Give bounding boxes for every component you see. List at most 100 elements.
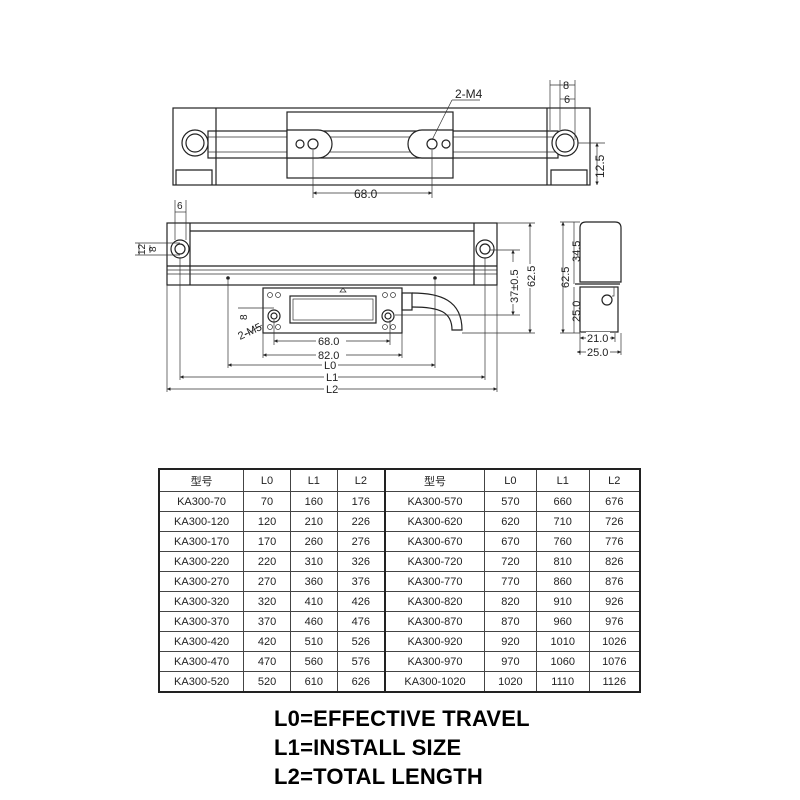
cell-l2: 826 xyxy=(588,551,641,572)
cell-model: KA300-970 xyxy=(383,651,486,672)
cell-l1: 560 xyxy=(289,651,338,672)
cell-l1: 410 xyxy=(289,591,338,612)
dim-34-5: 34.5 xyxy=(571,241,583,262)
cell-l1: 610 xyxy=(289,671,338,693)
cell-l0: 720 xyxy=(484,551,537,572)
header-l1: L1 xyxy=(289,468,338,492)
cell-model: KA300-1020 xyxy=(383,671,486,693)
dim-l1: L1 xyxy=(326,372,338,384)
dim-l2: L2 xyxy=(326,384,338,396)
cell-l0: 970 xyxy=(484,651,537,672)
cell-l2: 226 xyxy=(336,511,386,532)
legend-l1: L1=INSTALL SIZE xyxy=(274,735,462,760)
cell-l2: 1126 xyxy=(588,671,641,693)
cell-l2: 276 xyxy=(336,531,386,552)
dim-62-5-side: 62.5 xyxy=(560,267,572,288)
side-view: 62.5 34.5 25.0 21.0 25.0 xyxy=(560,221,622,359)
cell-l1: 210 xyxy=(289,511,338,532)
header-l0: L0 xyxy=(243,468,291,492)
cell-model: KA300-870 xyxy=(383,611,486,632)
cell-l2: 776 xyxy=(588,531,641,552)
header-l0: L0 xyxy=(484,468,537,492)
front-view: 6 12 8 8 2-M5 68.0 82.0 L0 L1 L2 37±0.5 xyxy=(135,200,538,396)
cell-l1: 1010 xyxy=(535,631,590,652)
cell-l0: 120 xyxy=(243,511,291,532)
thread-label-m5: 2-M5 xyxy=(236,321,264,342)
header-model: 型号 xyxy=(158,468,245,492)
cell-model: KA300-570 xyxy=(383,491,486,512)
cell-l2: 626 xyxy=(336,671,386,693)
cell-l2: 1076 xyxy=(588,651,641,672)
cell-l2: 876 xyxy=(588,571,641,592)
cell-l2: 926 xyxy=(588,591,641,612)
dim-12-front: 12 xyxy=(137,243,148,255)
dim-37: 37±0.5 xyxy=(509,269,521,303)
cell-l0: 620 xyxy=(484,511,537,532)
dim-25-vertical: 25.0 xyxy=(571,301,583,322)
cell-l2: 976 xyxy=(588,611,641,632)
cell-l0: 470 xyxy=(243,651,291,672)
cell-l0: 770 xyxy=(484,571,537,592)
dim-hole-8: 8 xyxy=(239,314,250,320)
dim-8-top: 8 xyxy=(563,80,569,92)
header-model: 型号 xyxy=(383,468,486,492)
cell-model: KA300-720 xyxy=(383,551,486,572)
dim-8-front: 8 xyxy=(148,246,159,252)
cell-l2: 326 xyxy=(336,551,386,572)
cell-model: KA300-820 xyxy=(383,591,486,612)
dim-21: 21.0 xyxy=(587,333,608,345)
dim-6-front: 6 xyxy=(177,201,183,212)
cell-model: KA300-420 xyxy=(158,631,245,652)
dim-62-5-front: 62.5 xyxy=(526,266,538,287)
cell-l2: 726 xyxy=(588,511,641,532)
cell-model: KA300-470 xyxy=(158,651,245,672)
thread-label-m4: 2-M4 xyxy=(455,87,483,101)
cell-l2: 676 xyxy=(588,491,641,512)
legend-l0: L0=EFFECTIVE TRAVEL xyxy=(274,706,530,731)
dim-25-horizontal: 25.0 xyxy=(587,347,608,359)
cell-l2: 576 xyxy=(336,651,386,672)
cell-model: KA300-370 xyxy=(158,611,245,632)
cell-l0: 270 xyxy=(243,571,291,592)
cell-l0: 570 xyxy=(484,491,537,512)
cell-l2: 176 xyxy=(336,491,386,512)
top-view: 68.0 2-M4 8 6 12.5 xyxy=(172,80,607,201)
cell-model: KA300-320 xyxy=(158,591,245,612)
cell-l1: 310 xyxy=(289,551,338,572)
cell-l1: 960 xyxy=(535,611,590,632)
cell-l0: 920 xyxy=(484,631,537,652)
cell-l1: 810 xyxy=(535,551,590,572)
cell-l1: 360 xyxy=(289,571,338,592)
cell-l0: 70 xyxy=(243,491,291,512)
cell-model: KA300-620 xyxy=(383,511,486,532)
cell-l0: 220 xyxy=(243,551,291,572)
header-l1: L1 xyxy=(535,468,590,492)
cell-l2: 476 xyxy=(336,611,386,632)
dim-l0: L0 xyxy=(324,360,336,372)
cell-l2: 376 xyxy=(336,571,386,592)
cell-l1: 460 xyxy=(289,611,338,632)
cell-l1: 510 xyxy=(289,631,338,652)
cell-l0: 520 xyxy=(243,671,291,693)
cell-l0: 820 xyxy=(484,591,537,612)
cell-l1: 1110 xyxy=(535,671,590,693)
cell-l2: 1026 xyxy=(588,631,641,652)
cell-model: KA300-920 xyxy=(383,631,486,652)
dim-hole-spacing: 68.0 xyxy=(354,187,378,201)
cell-model: KA300-70 xyxy=(158,491,245,512)
cell-l0: 170 xyxy=(243,531,291,552)
cell-l0: 870 xyxy=(484,611,537,632)
cell-model: KA300-270 xyxy=(158,571,245,592)
header-l2: L2 xyxy=(336,468,386,492)
cell-model: KA300-770 xyxy=(383,571,486,592)
cell-l1: 660 xyxy=(535,491,590,512)
